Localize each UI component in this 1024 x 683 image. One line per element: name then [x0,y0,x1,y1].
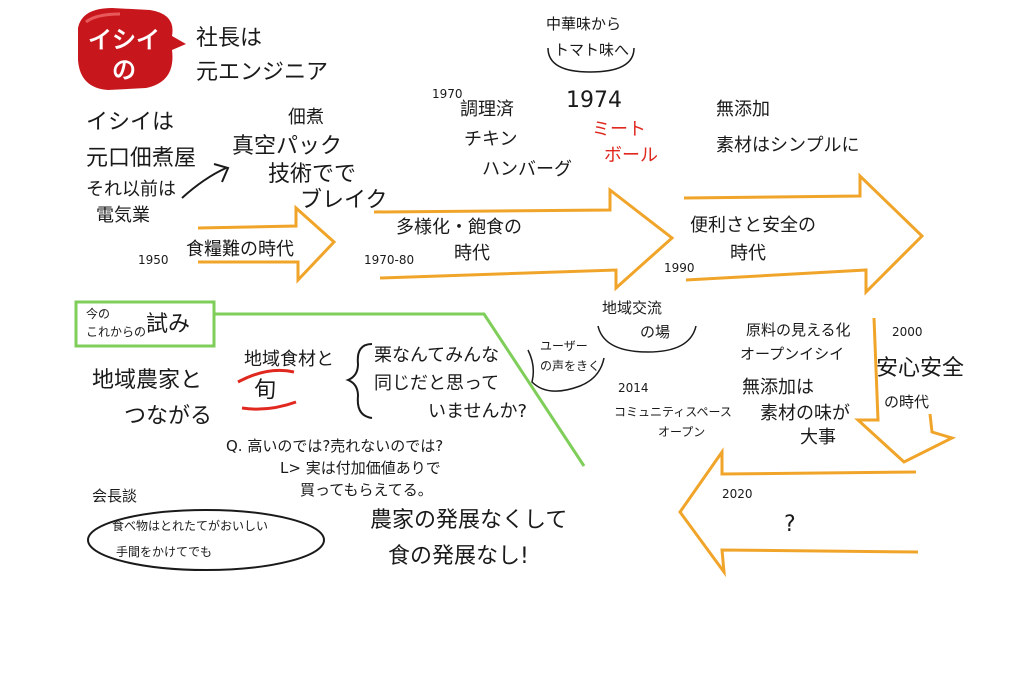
era-year: 1990 [664,261,695,275]
future-mark: ? [784,512,796,537]
tsukudani-line: 真空パック [232,134,343,159]
community-line: コミュニティスペース [614,405,732,419]
qa-question: Q. 高いのでは?売れないのでは? [226,437,444,455]
user-voice: ユーザー [540,339,588,353]
exchange-bubble [597,325,697,353]
era-label: 便利さと安全の [690,215,816,236]
president-quote-bubble [87,509,325,571]
era-year: 1950 [138,253,169,267]
era-label: 多様化・飽食の [396,217,522,238]
meatball-bubble-text: 中華味から [546,15,622,33]
farmers-line: つながる [124,404,213,429]
open-policy-line: 原料の見える化 [746,321,851,339]
local-season: 旬 [254,378,277,403]
open-policy-line: 無添加は [742,377,814,398]
current-efforts-frame [74,300,586,467]
president-quote: 手間をかけてでも [116,545,213,559]
era-year: 2000 [892,325,923,339]
current-title: 試み [146,312,191,337]
qa-answer: 買ってもらえてる。 [300,481,433,499]
local-ingredient: 地域食材と [244,349,334,370]
era-label: の時代 [884,393,930,411]
farmers-line: 地域農家と [92,368,203,393]
era-label: 安心安全 [876,356,965,381]
red-underline [237,368,295,384]
red-underline [241,400,297,411]
meatball-line: ボール [604,145,658,166]
open-policy-line: 素材の味が [760,403,850,424]
slogan-line: 農家の発展なくして [370,508,568,533]
origin-line: 元口佃煮屋 [86,146,197,171]
community-line: オープン [658,425,706,439]
local-quote: 同じだと思って [374,373,500,394]
open-policy-line: オープンイシイ [740,345,845,363]
open-policy-line: 大事 [800,427,836,448]
meatball-bubble [547,47,635,73]
cooked-line: 調理済 [460,99,514,120]
local-quote: いませんか? [428,401,528,422]
era-label: 食糧難の時代 [186,239,294,260]
origin-to-tsukudani-arrow [181,163,230,199]
meatball-year: 1974 [566,88,622,113]
tsukudani-line: ブレイク [300,188,388,213]
local-quote: 栗なんてみんな [374,345,500,366]
logo-bubble-icon [78,8,186,90]
logo-text: イシイ [88,26,160,54]
current-title-small: これからの [86,325,147,339]
additive-line: 無添加 [716,99,770,120]
era-year: 1970-80 [364,253,415,267]
user-voice: の声をきく [540,359,601,373]
current-title-small: 今の [86,307,111,321]
user-voice-bracket [527,349,605,392]
cooked-line: チキン [464,129,518,150]
era-1990-arrow [683,172,925,296]
header-line: 社長は [196,26,263,51]
future-arrow [678,447,919,578]
exchange-bubble-text: 地域交流 [602,299,663,317]
origin-line: 電気業 [96,205,150,226]
era-1970-arrow [373,186,675,292]
tsukudani-line: 佃煮 [288,107,324,128]
slogan-line: 食の発展なし! [388,544,529,569]
era-2000-arrow [854,317,957,464]
additive-line: 素材はシンプルに [716,135,860,156]
header-line: 元エンジニア [196,60,329,85]
cooked-line: ハンバーグ [482,159,572,180]
future-year: 2020 [722,487,753,501]
meatball-line: ミート [592,119,646,140]
quote-bracket [345,343,373,419]
logo-text: の [112,56,136,84]
origin-line: それ以前は [86,179,176,200]
era-label: 時代 [730,243,766,264]
era-label: 時代 [454,243,490,264]
president-title: 会長談 [92,487,138,505]
meatball-bubble-text: トマト味へ [554,41,630,59]
era-1950-arrow [197,204,337,284]
exchange-bubble-text: の場 [640,323,671,341]
community-year: 2014 [618,381,649,395]
origin-line: イシイは [86,110,175,135]
cooked-year: 1970 [432,87,463,101]
tsukudani-line: 技術でで [268,162,357,187]
qa-answer: L> 実は付加価値ありで [280,459,441,477]
president-quote: 食べ物はとれたてがおいしい [112,519,269,533]
